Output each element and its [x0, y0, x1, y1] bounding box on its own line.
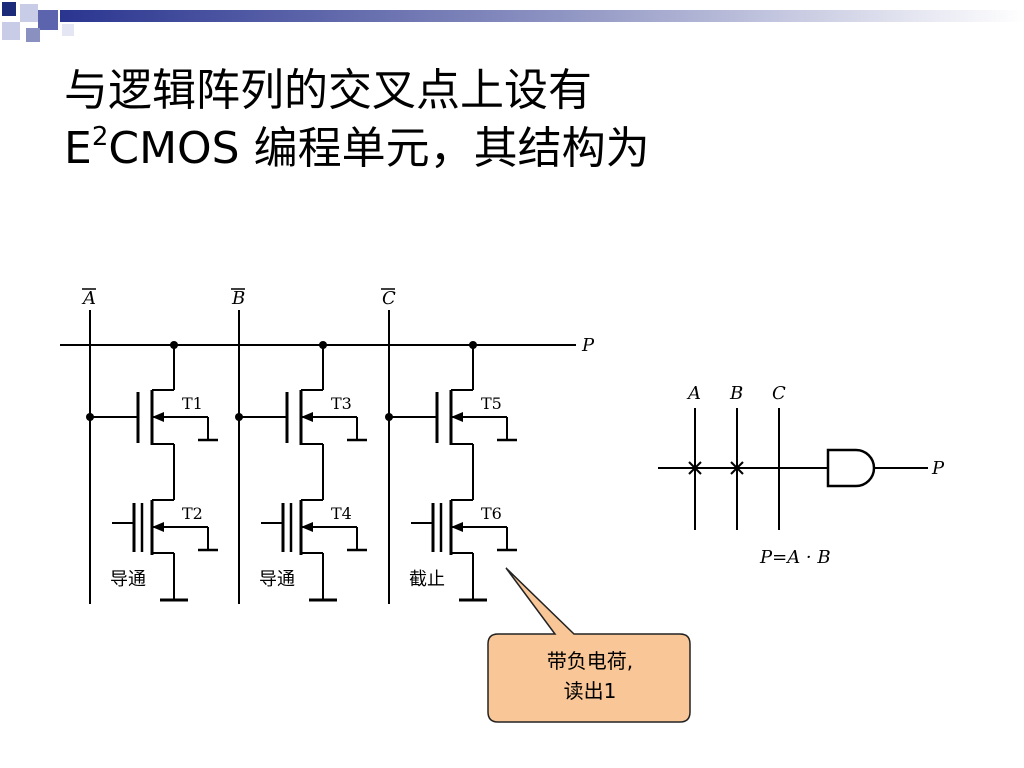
transistor-label-t3: T3 [331, 394, 352, 413]
header-gradient-bar [2, 2, 1024, 42]
output-label-p: P [581, 335, 595, 356]
state-label-c: 截止 [409, 569, 445, 590]
transistor-label-t4: T4 [331, 504, 352, 523]
deco-square-faint [62, 24, 74, 36]
title-e: E [64, 123, 92, 174]
title-line-1: 与逻辑阵列的交叉点上设有 [64, 65, 592, 116]
deco-square-navy [2, 2, 16, 16]
column-label-c: C [382, 288, 396, 309]
equivalent-and-gate: A B C P P=A · B [658, 383, 945, 568]
callout-text: 带负电荷, 读出1 [492, 646, 688, 706]
deco-square-light [2, 22, 20, 40]
callout-balloon [487, 567, 691, 723]
transistor-label-t5: T5 [481, 394, 502, 413]
title-superscript: 2 [91, 122, 109, 153]
gate-output-label: P [931, 458, 945, 479]
gate-input-label-c: C [772, 383, 786, 404]
cell-column-c [387, 343, 519, 602]
gate-input-label-b: B [729, 383, 743, 404]
deco-square-pale [26, 28, 40, 42]
header-decoration [0, 0, 1024, 52]
gate-input-label-a: A [686, 383, 701, 404]
state-label-b: 导通 [259, 569, 295, 590]
deco-square-mid [38, 10, 58, 30]
column-label-b: B [231, 288, 245, 309]
cell-column-b [237, 343, 369, 602]
callout-line-2: 读出1 [563, 679, 617, 703]
state-label-a: 导通 [110, 569, 146, 590]
connection-cross-marks [688, 461, 744, 475]
transistor-arrows [152, 412, 463, 532]
column-label-a: A [81, 288, 96, 309]
cell-column-a [88, 343, 220, 602]
gate-equation: P=A · B [759, 547, 831, 568]
slide-title: 与逻辑阵列的交叉点上设有 E2CMOS 编程单元，其结构为 [64, 62, 650, 178]
callout-line-1: 带负电荷, [546, 649, 634, 673]
title-line-2: E2CMOS 编程单元，其结构为 [64, 120, 650, 178]
transistor-label-t6: T6 [481, 504, 502, 523]
and-gate-body [826, 448, 876, 488]
transistor-label-t1: T1 [182, 394, 203, 413]
junction-dots [86, 341, 477, 421]
title-rest: CMOS 编程单元，其结构为 [108, 123, 650, 174]
transistor-label-t2: T2 [182, 504, 203, 523]
deco-square-light [20, 4, 38, 22]
